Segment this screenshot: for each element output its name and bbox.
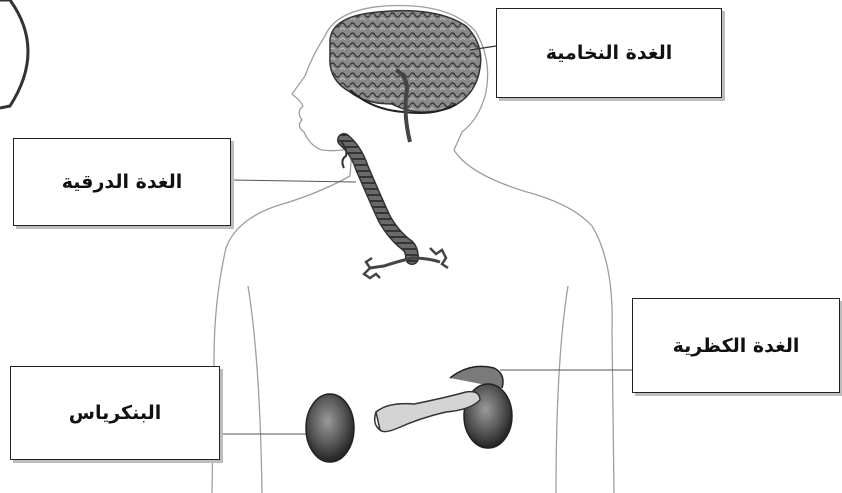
pancreas-label-text: البنكرياس xyxy=(69,402,162,424)
brain-illustration xyxy=(330,11,481,142)
adrenal-label: الغدة الكظرية xyxy=(632,298,840,393)
pituitary-label-text: الغدة النخامية xyxy=(546,42,672,64)
stamp-circle-outline xyxy=(0,0,28,108)
adrenal-label-text: الغدة الكظرية xyxy=(673,335,800,357)
thyroid-label: الغدة الدرقية xyxy=(13,138,231,226)
organs-illustration xyxy=(306,366,512,462)
pancreas-label: البنكرياس xyxy=(10,366,220,460)
pituitary-label: الغدة النخامية xyxy=(496,8,722,98)
thyroid-pointer-line xyxy=(231,180,356,182)
trachea-illustration xyxy=(340,140,448,278)
thyroid-label-text: الغدة الدرقية xyxy=(62,171,182,193)
